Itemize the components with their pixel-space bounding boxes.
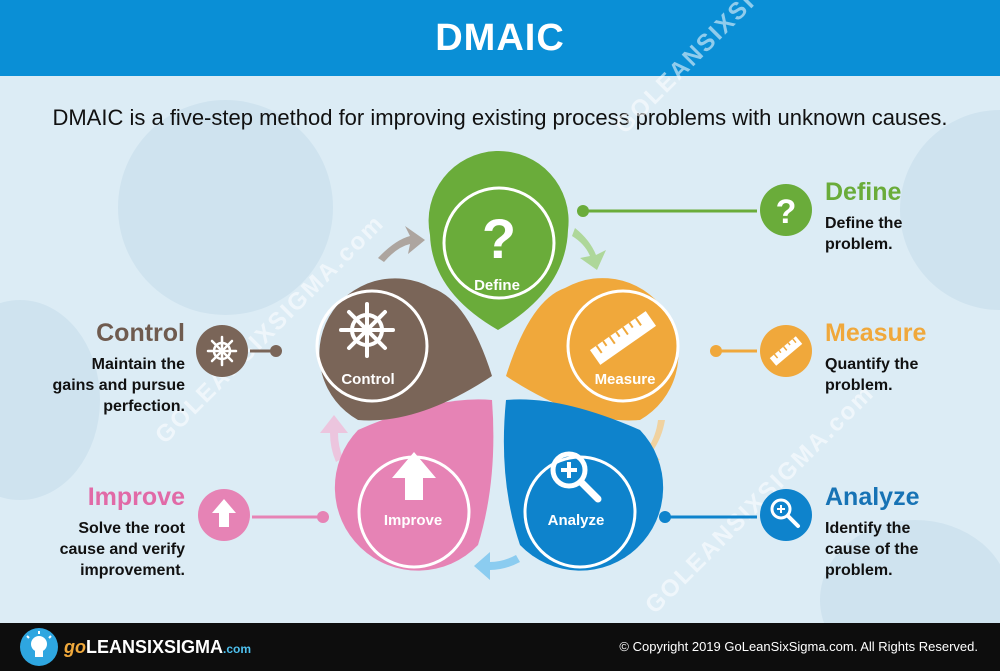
step-title-define: Define bbox=[825, 178, 902, 206]
step-title-analyze: Analyze bbox=[825, 483, 920, 511]
footer-bar: goLEANSIXSIGMA.com © Copyright 2019 GoLe… bbox=[0, 623, 1000, 671]
side-icon-control bbox=[196, 325, 248, 377]
header-bar: DMAIC bbox=[0, 0, 1000, 76]
step-desc-improve: Solve the root cause and verify improvem… bbox=[60, 518, 185, 581]
desc-line: Define the bbox=[825, 215, 903, 232]
step-measure-info: Measure Quantify the problem. bbox=[825, 319, 926, 396]
step-analyze-info: Analyze Identify the cause of the proble… bbox=[825, 483, 919, 581]
logo-name: LEANSIXSIGMA bbox=[86, 637, 224, 657]
desc-line: gains and pursue bbox=[52, 377, 185, 394]
up-arrow-icon bbox=[212, 499, 236, 527]
question-mark-icon: ? bbox=[776, 193, 797, 231]
step-title-control: Control bbox=[96, 319, 185, 347]
step-desc-analyze: Identify the cause of the problem. bbox=[825, 518, 919, 581]
side-icon-define: ? bbox=[760, 184, 812, 236]
ruler-icon bbox=[769, 336, 803, 366]
petal-label-improve: Improve bbox=[384, 512, 442, 529]
petal-improve bbox=[334, 399, 494, 571]
question-mark-icon: ? bbox=[482, 207, 516, 270]
petal-label-analyze: Analyze bbox=[548, 512, 605, 529]
petal-label-control: Control bbox=[341, 371, 394, 388]
subtitle: DMAIC is a five-step method for improvin… bbox=[52, 105, 948, 130]
arrow-improve-to-control bbox=[320, 415, 348, 462]
step-desc-define: Define the problem. bbox=[825, 213, 902, 255]
petal-analyze bbox=[503, 399, 664, 571]
step-title-measure: Measure bbox=[825, 319, 927, 347]
desc-line: Maintain the bbox=[91, 356, 185, 373]
petal-label-define: Define bbox=[474, 277, 520, 294]
connector-lines bbox=[250, 205, 757, 523]
petal-label-measure: Measure bbox=[595, 371, 656, 388]
step-control-info: Control Maintain the gains and pursue pe… bbox=[53, 319, 185, 417]
magnifier-plus-icon bbox=[550, 451, 602, 503]
petal-control bbox=[315, 278, 492, 421]
logo-com: .com bbox=[223, 642, 252, 656]
logo-go: go bbox=[64, 637, 86, 657]
desc-line: Identify the bbox=[825, 520, 911, 537]
magnifier-plus-icon bbox=[770, 498, 800, 528]
arrow-control-to-define bbox=[378, 226, 425, 262]
desc-line: cause of the bbox=[825, 541, 919, 558]
desc-line: perfection. bbox=[103, 398, 185, 415]
step-define-info: Define Define the problem. bbox=[825, 178, 902, 255]
side-icon-improve bbox=[198, 489, 250, 541]
desc-line: Solve the root bbox=[78, 520, 185, 537]
background-circle bbox=[118, 100, 333, 315]
step-improve-info: Improve Solve the root cause and verify … bbox=[60, 483, 185, 581]
side-icon-analyze bbox=[760, 489, 812, 541]
step-title-improve: Improve bbox=[87, 483, 185, 511]
lightbulb-icon bbox=[20, 628, 58, 666]
page-title: DMAIC bbox=[435, 17, 565, 59]
desc-line: problem. bbox=[825, 236, 893, 253]
petal-define: ? bbox=[428, 150, 569, 330]
brand-logo[interactable]: goLEANSIXSIGMA.com bbox=[64, 637, 251, 658]
copyright-text: © Copyright 2019 GoLeanSixSigma.com. All… bbox=[619, 639, 978, 654]
up-arrow-icon bbox=[392, 452, 436, 500]
desc-line: Quantify the bbox=[825, 356, 919, 373]
ship-wheel-icon bbox=[339, 302, 395, 358]
ship-wheel-icon bbox=[206, 335, 238, 367]
desc-line: problem. bbox=[825, 562, 893, 579]
step-desc-control: Maintain the gains and pursue perfection… bbox=[53, 354, 185, 417]
ruler-icon bbox=[589, 311, 657, 365]
side-icon-measure bbox=[760, 325, 812, 377]
arrow-analyze-to-improve bbox=[474, 552, 520, 580]
step-desc-measure: Quantify the problem. bbox=[825, 354, 926, 396]
desc-line: improvement. bbox=[80, 562, 185, 579]
petal-measure bbox=[506, 278, 680, 421]
arrow-define-to-measure bbox=[572, 228, 606, 270]
desc-line: cause and verify bbox=[59, 541, 185, 558]
desc-line: problem. bbox=[825, 377, 893, 394]
